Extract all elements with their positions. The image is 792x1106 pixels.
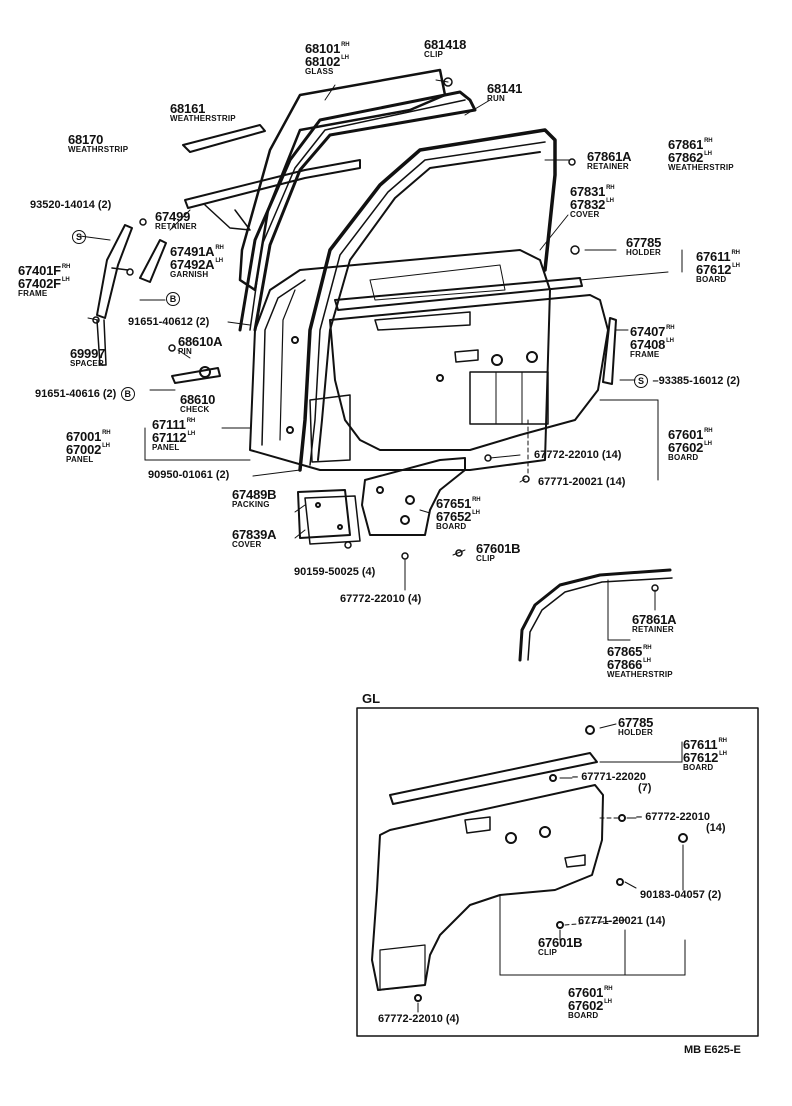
- weatherstrip-68170-drawing: [184, 159, 361, 231]
- gl-board-67601-label: 67601RH 67602LH BOARD: [568, 985, 613, 1020]
- panel-67111-label: 67111RH 67112LH PANEL: [152, 417, 196, 452]
- gl-clip-67772-22010-label: – 67772-22010 (14): [636, 811, 726, 834]
- cover-67831-label: 67831RH 67832LH COVER: [570, 184, 615, 219]
- door-inner-panel-drawing: [249, 249, 551, 471]
- screw-90950-label: 90950-01061 (2): [148, 469, 230, 481]
- weatherstrip-68170-label: 68170 WEATHRSTRIP: [68, 132, 129, 154]
- screw-90159-label: 90159-50025 (4): [294, 566, 376, 578]
- screw-93385-label: S –93385-16012 (2): [634, 372, 740, 388]
- clip-67771-14-label: 67771-20021 (14): [538, 476, 626, 488]
- gl-clip-67772-4-label: 67772-22010 (4): [378, 1013, 460, 1025]
- gl-screw-90183-label: 90183-04057 (2): [640, 889, 722, 901]
- frame-67407-label: 67407RH 67408LH FRAME: [630, 324, 675, 359]
- gl-clip-67601b-label: 67601B CLIP: [538, 935, 583, 957]
- spacer-69997-label: 69997 SPACER: [70, 346, 106, 368]
- weatherstrip-67865-drawing: [518, 568, 673, 662]
- s-circle-icon: S: [634, 374, 648, 388]
- gl-clip-67771-20021-label: 67771-20021 (14): [578, 915, 666, 927]
- frame-67401-label: 67401FRH 67402FLH FRAME: [18, 263, 71, 298]
- weatherstrip-67865-label: 67865RH 67866LH WEATHERSTRIP: [607, 644, 673, 679]
- b-symbol-1: B: [166, 290, 180, 306]
- bolt-91651-40616-label: 91651-40616 (2) B: [35, 385, 135, 401]
- weatherstrip-68161-drawing: [182, 124, 266, 153]
- b-circle-icon: B: [120, 387, 135, 401]
- gl-clip-67771-22020-label: – 67771-22020 (7): [572, 771, 652, 794]
- leader-lines: [79, 79, 683, 641]
- board-67651-drawing: [361, 457, 466, 536]
- gl-holder-label: 67785 HOLDER: [618, 715, 654, 737]
- bolt-93520-label: 93520-14014 (2): [30, 199, 112, 211]
- b-circle-icon: B: [166, 292, 180, 306]
- s-circle-icon: S: [72, 230, 86, 244]
- board-67601-label: 67601RH 67602LH BOARD: [668, 427, 713, 462]
- garnish-drawing: [139, 239, 167, 283]
- check-drawing: [171, 366, 221, 384]
- clip-67601b-label: 67601B CLIP: [476, 541, 521, 563]
- check-68610-label: 68610 CHECK: [180, 392, 216, 414]
- weatherstrip-67861-label: 67861RH 67862LH WEATHERSTRIP: [668, 137, 734, 172]
- glass-drawing: [238, 68, 447, 292]
- door-weatherstrip-drawing: [298, 128, 557, 472]
- panel-67001-label: 67001RH 67002LH PANEL: [66, 429, 111, 464]
- retainer-67861a-label: 67861A RETAINER: [587, 149, 632, 171]
- clip-67772-14-label: 67772-22010 (14): [534, 449, 622, 461]
- clip-681418-label: 681418 CLIP: [424, 37, 467, 59]
- holder-67785-label: 67785 HOLDER: [626, 235, 662, 257]
- drawing-code: MB E625-E: [684, 1044, 741, 1056]
- run-drawing: [238, 90, 477, 332]
- retainer-67499-label: 67499 RETAINER: [155, 209, 197, 231]
- gl-title: GL: [362, 691, 381, 706]
- packing-67489b-label: 67489B PACKING: [232, 487, 277, 509]
- frame-67401-drawing: [96, 224, 133, 366]
- run-label: 68141 RUN: [487, 81, 523, 103]
- glass-label: 68101RH 68102LH GLASS: [305, 41, 350, 76]
- bolt-91651-40612-label: 91651-40612 (2): [128, 316, 210, 328]
- gl-box-drawing: [356, 707, 759, 1037]
- cover-67839a-label: 67839A COVER: [232, 527, 277, 549]
- gl-board-67611-label: 67611RH 67612LH BOARD: [683, 737, 727, 772]
- fasteners: [92, 77, 659, 592]
- frame-67407-drawing: [602, 317, 617, 385]
- board-67611-drawing: [334, 277, 583, 311]
- weatherstrip-68161-label: 68161 WEATHERSTRIP: [170, 101, 236, 123]
- retainer-67861a-2-label: 67861A RETAINER: [632, 612, 677, 634]
- pin-68610a-label: 68610A PIN: [178, 334, 223, 356]
- board-67651-label: 67651RH 67652LH BOARD: [436, 496, 481, 531]
- board-67601-drawing: [329, 294, 609, 451]
- clip-67772-4-label: 67772-22010 (4): [340, 593, 422, 605]
- s-symbol-1: S: [72, 228, 86, 244]
- packing-cover-drawing: [297, 489, 361, 545]
- board-67611-label: 67611RH 67612LH BOARD: [696, 249, 740, 284]
- garnish-label: 67491ARH 67492ALH GARNISH: [170, 244, 224, 279]
